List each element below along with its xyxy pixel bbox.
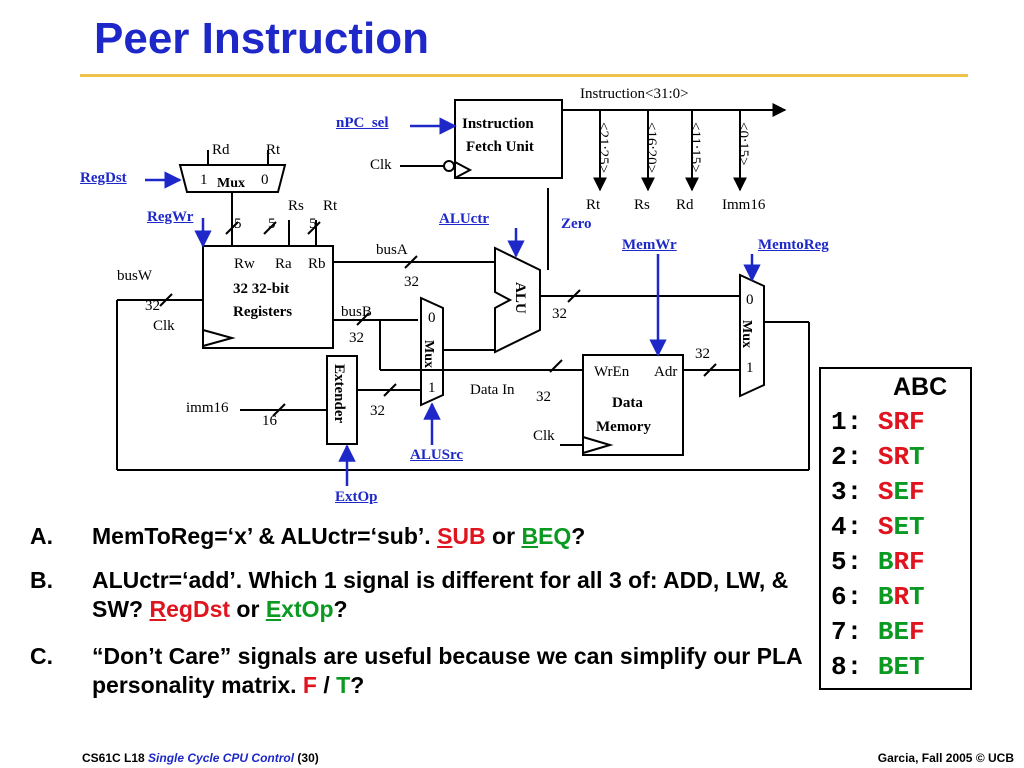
busb-label: busB	[341, 304, 372, 320]
memout-width: 32	[695, 346, 710, 362]
datamem-label-line2: Memory	[596, 419, 651, 435]
ifu-label-line1: Instruction	[462, 116, 534, 132]
regdst-label: RegDst	[80, 170, 127, 186]
ext-width: 32	[370, 403, 385, 419]
alusrc-mux	[420, 296, 444, 407]
alusrc-mux-in0: 0	[428, 310, 436, 326]
memwr-label: MemWr	[622, 237, 677, 253]
answer-row: 2: SRT	[831, 442, 925, 472]
ifu-label-line2: Fetch Unit	[466, 139, 534, 155]
extender	[326, 355, 358, 445]
regdst-mux-label: Mux	[217, 176, 245, 191]
answer-choices-box: ABC 1: SRF 2: SRT 3: SEF 4: SET 5: BRF 6…	[819, 367, 972, 690]
data-in-width: 32	[536, 389, 551, 405]
out-imm16-label: Imm16	[722, 197, 766, 213]
extender-label: Extender	[331, 364, 347, 424]
footer-lecture-title: Single Cycle CPU Control	[148, 751, 295, 765]
mux-rd-label: Rd	[212, 142, 230, 158]
answer-header: ABC	[893, 373, 948, 401]
adr-label: Adr	[654, 364, 678, 380]
regdst-mux-in1: 1	[200, 172, 208, 188]
out-rd-label: Rd	[676, 197, 694, 213]
field-0-15-label: <0:15>	[735, 122, 751, 166]
instruction-bus-label: Instruction<31:0>	[580, 86, 689, 102]
datamem-clk-label: Clk	[533, 428, 555, 444]
alusrc-mux-label: Mux	[421, 340, 436, 368]
zero-label: Zero	[561, 216, 592, 232]
question-label: B.	[30, 567, 53, 593]
alusrc-label: ALUSrc	[410, 447, 464, 463]
answer-row: 7: BEF	[831, 617, 925, 647]
field-21-25-label: <21:25>	[595, 122, 611, 174]
title-divider	[80, 74, 968, 77]
answer-row: 4: SET	[831, 512, 925, 542]
question-text: ALUctr=‘add’. Which 1 signal is differen…	[92, 567, 789, 622]
extop-label: ExtOp	[335, 489, 378, 505]
imm16-width: 16	[262, 413, 277, 429]
busw-label: busW	[117, 268, 152, 284]
imm16-label: imm16	[186, 400, 229, 416]
rw-label: Rw	[234, 256, 255, 272]
question-label: C.	[30, 643, 53, 669]
answer-row: 5: BRF	[831, 547, 925, 577]
memtoreg-label: MemtoReg	[758, 237, 829, 253]
out-rs-label: Rs	[634, 197, 650, 213]
aluctr-label: ALUctr	[439, 211, 489, 227]
busa-label: busA	[376, 242, 408, 258]
regfile-clk-label: Clk	[153, 318, 175, 334]
answer-row: 3: SEF	[831, 477, 925, 507]
instruction-fetch-unit	[454, 99, 563, 179]
npc-sel-label: nPC_sel	[336, 115, 389, 131]
answer-row: 6: BRT	[831, 582, 925, 612]
regdst-mux-in0: 0	[261, 172, 269, 188]
regfile-label-line2: Registers	[233, 304, 293, 320]
answer-row: 8: BET	[831, 652, 925, 682]
footer-right: Garcia, Fall 2005 © UCB	[877, 751, 1014, 765]
alu	[494, 246, 541, 354]
data-memory	[582, 354, 684, 456]
width-5c: 5	[309, 216, 317, 232]
alu-label: ALU	[512, 282, 528, 314]
footer-left: CS61C L18 Single Cycle CPU Control (30)	[82, 751, 319, 765]
field-11-15-label: <11:15>	[687, 122, 703, 173]
answer-row: 1: SRF	[831, 407, 925, 437]
question-label: A.	[30, 523, 53, 549]
memtoreg-mux-in0: 0	[746, 292, 754, 308]
rb-label: Rb	[308, 256, 326, 272]
width-5b: 5	[268, 216, 276, 232]
datamem-label-line1: Data	[612, 395, 643, 411]
page-title: Peer Instruction	[94, 14, 429, 63]
alu-out-width: 32	[552, 306, 567, 322]
regdst-mux	[178, 164, 287, 193]
memtoreg-mux-in1: 1	[746, 360, 754, 376]
mux-rt-label: Rt	[266, 142, 281, 158]
memtoreg-mux	[739, 273, 765, 398]
busw-width: 32	[145, 298, 160, 314]
field-16-20-label: <16:20>	[643, 122, 659, 174]
alusrc-mux-in1: 1	[428, 380, 436, 396]
register-file	[202, 245, 334, 349]
out-rt-label: Rt	[586, 197, 601, 213]
wren-label: WrEn	[594, 364, 630, 380]
data-in-label: Data In	[470, 382, 515, 398]
rt-in-label: Rt	[323, 198, 338, 214]
ra-label: Ra	[275, 256, 292, 272]
busa-width: 32	[404, 274, 419, 290]
width-5a: 5	[234, 216, 242, 232]
ifu-clk-label: Clk	[370, 157, 392, 173]
question-text: “Don’t Care” signals are useful because …	[92, 643, 802, 698]
regfile-label-line1: 32 32-bit	[233, 281, 290, 297]
rs-in-label: Rs	[288, 198, 304, 214]
busb-width: 32	[349, 330, 364, 346]
question-text: MemToReg=‘x’ & ALUctr=‘sub’. SUB or BEQ?	[92, 523, 586, 549]
memtoreg-mux-label: Mux	[739, 320, 754, 348]
regwr-label: RegWr	[147, 209, 194, 225]
